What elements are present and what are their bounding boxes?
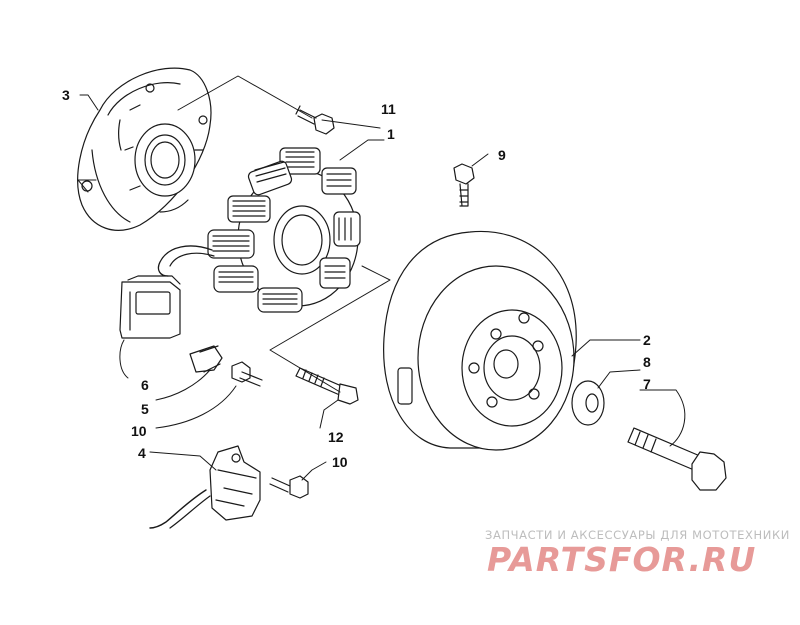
screw-part-10-upper [231, 361, 263, 387]
callout-10-lower: 10 [332, 454, 348, 470]
coil-pole [227, 195, 271, 223]
callout-1: 1 [387, 126, 395, 142]
callout-10-upper: 10 [131, 423, 147, 439]
leader-lines [77, 75, 686, 481]
callout-4: 4 [138, 445, 146, 461]
watermark-logo: PARTSFOR.RU [487, 540, 757, 579]
stator-plate-part-3 [77, 67, 212, 231]
callout-6: 6 [141, 377, 149, 393]
flywheel-part-2 [383, 230, 577, 451]
callout-12: 12 [328, 429, 344, 445]
coil-pole [213, 265, 259, 293]
callout-11: 11 [381, 101, 396, 117]
screw-part-11 [295, 105, 335, 135]
coil-pole [257, 287, 303, 313]
callout-3: 3 [62, 87, 70, 103]
callout-5: 5 [141, 401, 149, 417]
washer-part-8 [571, 380, 605, 426]
clip-part-5 [189, 345, 223, 373]
stator-coil-part-1 [157, 147, 361, 313]
callout-9: 9 [498, 147, 506, 163]
watermark-caption: ЗАПЧАСТИ И АКСЕССУАРЫ ДЛЯ МОТОТЕХНИКИ [485, 528, 790, 542]
pickup-coil-part-6 [119, 275, 181, 339]
callout-7: 7 [643, 376, 651, 392]
bolt-part-12 [295, 367, 359, 405]
callout-2: 2 [643, 332, 651, 348]
coil-pole [321, 167, 357, 195]
callout-8: 8 [643, 354, 651, 370]
coil-pole [247, 160, 293, 196]
ignition-module-part-4 [149, 445, 261, 529]
coil-pole [207, 229, 255, 259]
coil-pole [333, 211, 361, 247]
bolt-part-9 [453, 163, 475, 207]
flywheel-bolt-part-7 [627, 427, 727, 491]
screw-part-10-lower [269, 475, 309, 499]
coil-pole [319, 257, 351, 289]
